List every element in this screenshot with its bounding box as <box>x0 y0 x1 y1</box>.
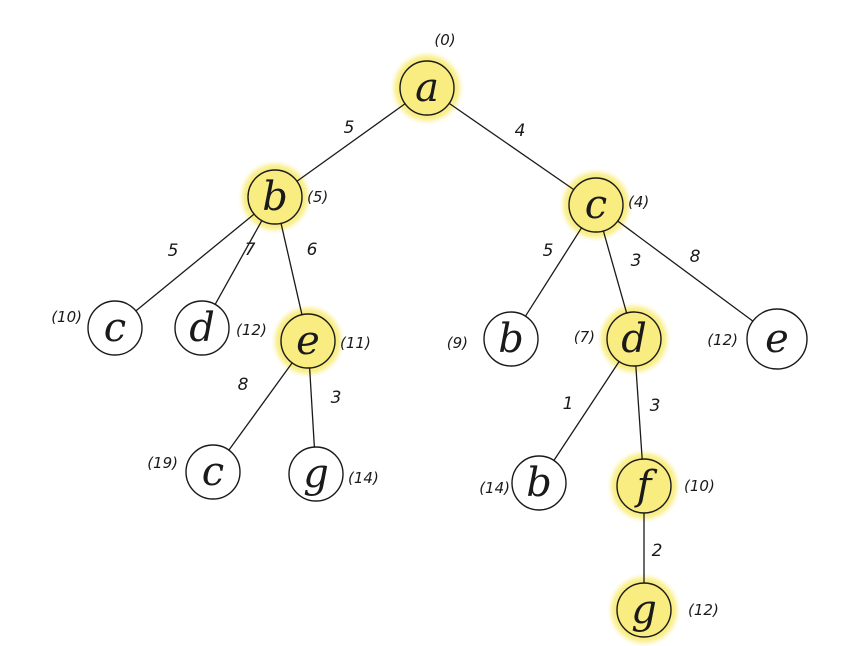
highlight-g2 <box>611 577 677 643</box>
edge-weight-a-b1: 5 <box>344 118 355 138</box>
edge-weight-c1-e2: 8 <box>690 247 701 267</box>
edge-a-b1 <box>296 103 406 182</box>
node-label-b2: b <box>498 316 524 362</box>
edge-weight-c1-d2: 3 <box>631 251 642 271</box>
edge-e1-g1 <box>308 367 316 448</box>
node-circle-g2 <box>616 582 672 638</box>
edge-weight-a-c1: 4 <box>515 121 526 141</box>
highlight-b1 <box>242 164 308 230</box>
node-label-c2: c <box>104 305 126 351</box>
node-cost-c3: (19) <box>147 454 178 472</box>
node-label-a: a <box>415 65 439 111</box>
node-cost-c1: (4) <box>628 193 649 211</box>
node-cost-b1: (5) <box>307 188 328 206</box>
highlight-a <box>394 55 460 121</box>
node-cost-f1: (10) <box>684 477 715 495</box>
node-circle-e2 <box>746 308 808 370</box>
edge-d2-b3 <box>553 360 620 462</box>
edge-e1-c3 <box>228 362 293 451</box>
node-cost-b2: (9) <box>447 334 468 352</box>
edge-c1-d2 <box>602 230 628 314</box>
node-cost-c2: (10) <box>51 308 82 326</box>
node-label-d1: d <box>189 305 215 351</box>
node-cost-e2: (12) <box>707 331 738 349</box>
node-circle-d2 <box>606 311 662 367</box>
node-label-c3: c <box>202 449 224 495</box>
highlight-c1 <box>563 172 629 238</box>
node-label-g2: g <box>631 587 657 633</box>
edge-b1-d1 <box>214 219 263 306</box>
edge-b1-e1 <box>280 222 303 316</box>
edge-weight-b1-e1: 6 <box>307 240 318 260</box>
node-cost-d2: (7) <box>574 328 595 346</box>
node-circle-f1 <box>616 458 672 514</box>
edge-weight-e1-g1: 3 <box>331 388 342 408</box>
node-cost-e1: (11) <box>340 334 371 352</box>
node-circle-c3 <box>185 444 241 500</box>
node-circle-a <box>399 60 455 116</box>
highlight-f1 <box>611 453 677 519</box>
node-circle-d1 <box>174 300 230 356</box>
edge-weight-b1-c2: 5 <box>168 241 179 261</box>
node-cost-b3: (14) <box>479 479 510 497</box>
highlight-d2 <box>601 306 667 372</box>
node-label-e1: e <box>296 318 320 364</box>
node-label-e2: e <box>765 316 789 362</box>
node-label-b1: b <box>262 174 288 220</box>
node-cost-g2: (12) <box>688 601 719 619</box>
node-label-d2: d <box>621 316 647 362</box>
edge-weight-f1-g2: 2 <box>652 541 663 561</box>
highlight-e1 <box>275 308 341 374</box>
edge-c1-b2 <box>524 227 583 317</box>
edge-weight-e1-c3: 8 <box>238 375 249 395</box>
node-label-g1: g <box>303 451 329 497</box>
node-circle-c2 <box>87 300 143 356</box>
edge-d2-f1 <box>635 365 643 460</box>
node-cost-a: (0) <box>434 31 455 49</box>
node-label-b3: b <box>526 460 552 506</box>
node-cost-d1: (12) <box>236 321 267 339</box>
edge-c1-e2 <box>617 220 754 322</box>
edge-weight-d2-b3: 1 <box>563 394 574 414</box>
node-label-c1: c <box>585 182 607 228</box>
node-circle-g1 <box>288 446 344 502</box>
node-circle-e1 <box>280 313 336 369</box>
edge-weight-c1-b2: 5 <box>543 241 554 261</box>
edge-weight-b1-d1: 7 <box>245 240 256 260</box>
edge-b1-c2 <box>135 213 255 312</box>
edge-weight-d2-f1: 3 <box>650 396 661 416</box>
node-circle-b2 <box>483 311 539 367</box>
node-circle-b1 <box>247 169 303 225</box>
node-cost-g1: (14) <box>348 469 379 487</box>
edge-a-c1 <box>448 102 575 191</box>
node-circle-c1 <box>568 177 624 233</box>
node-circle-b3 <box>511 455 567 511</box>
